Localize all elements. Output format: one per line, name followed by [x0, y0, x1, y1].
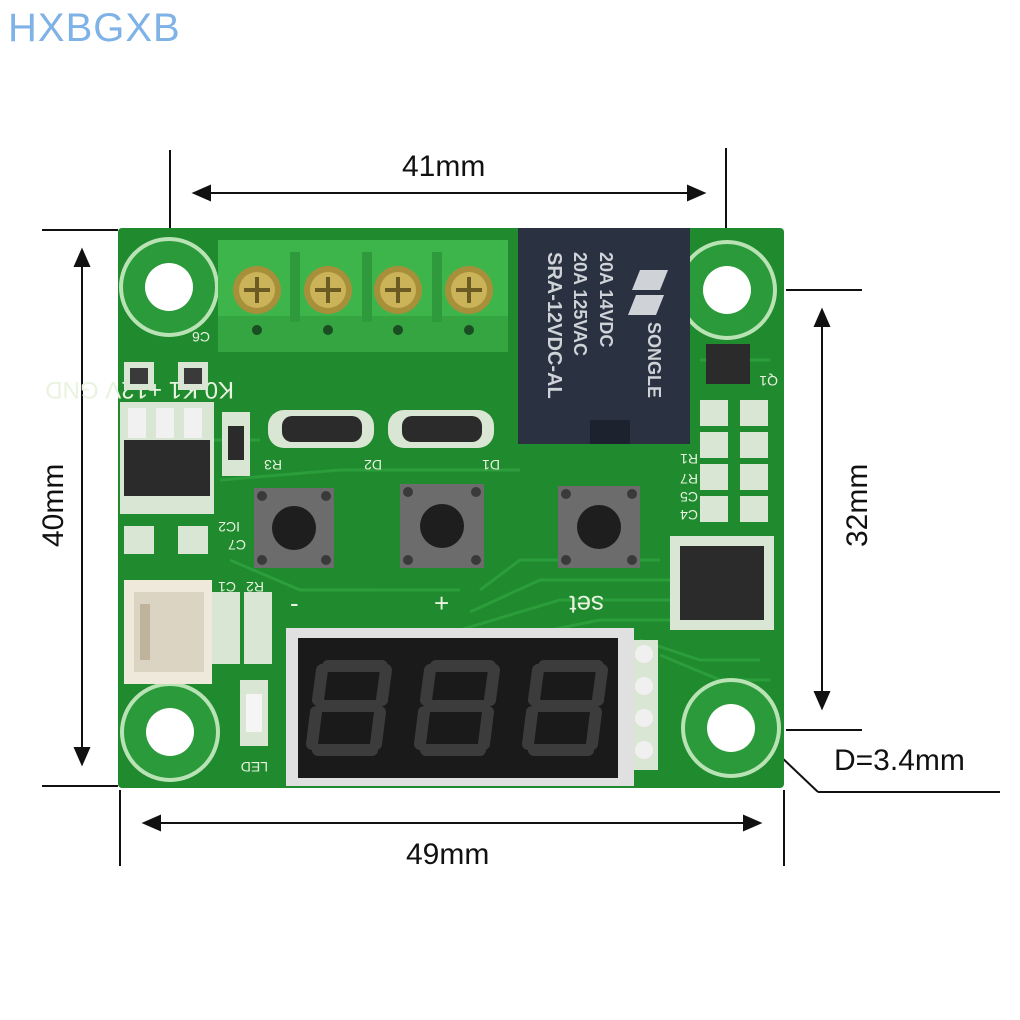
label-r2: R2	[246, 579, 264, 595]
label-c6: C6	[192, 329, 210, 345]
terminal-screw-2	[304, 266, 352, 314]
terminal-screw-1	[233, 266, 281, 314]
label-c1: C1	[218, 579, 236, 595]
silkscreen-labels: C6 R3 D2 D1 Q1 R1 R7 C5 C4 IC2 C7 R2 C1 …	[192, 329, 778, 775]
terminal-screw-3	[374, 266, 422, 314]
relay-rating-ac-text: 20A 125VAC	[570, 252, 590, 356]
label-d2: D2	[364, 457, 382, 473]
label-r3: R3	[264, 457, 282, 473]
dimension-hole-diameter: D=3.4mm	[834, 744, 965, 777]
watermark-text: HXBGXB	[8, 6, 181, 50]
relay-logo	[628, 270, 668, 315]
relay: SRA-12VDC-AL 20A 125VAC 20A 14VDC SONGLE	[518, 228, 690, 444]
plus-button[interactable]	[400, 484, 484, 568]
dimension-lines	[42, 148, 1000, 866]
label-ic2: IC2	[218, 519, 240, 535]
seven-segment-display	[286, 628, 634, 786]
label-c7: C7	[228, 537, 246, 553]
mounting-hole-bottom-right	[681, 678, 781, 778]
label-c5: C5	[680, 489, 698, 505]
set-button[interactable]	[558, 486, 640, 568]
label-set: set	[569, 590, 604, 620]
label-d1: D1	[482, 457, 500, 473]
jst-connector	[124, 580, 212, 684]
mounting-hole-top-left	[119, 237, 219, 337]
dimension-right-height: 32mm	[841, 463, 874, 547]
label-r7: R7	[680, 471, 698, 487]
relay-brand-text: SONGLE	[644, 322, 664, 398]
mounting-hole-top-right	[677, 240, 777, 340]
smd-components	[120, 344, 774, 770]
label-led: LED	[241, 759, 268, 775]
terminal-block	[218, 240, 508, 352]
mounting-hole-bottom-left	[120, 682, 220, 782]
minus-button[interactable]	[254, 488, 334, 568]
dimension-bottom-width: 49mm	[406, 838, 490, 871]
label-q1: Q1	[759, 373, 778, 389]
label-c4: C4	[680, 507, 698, 523]
relay-model-text: SRA-12VDC-AL	[543, 252, 565, 399]
label-plus: +	[434, 588, 449, 618]
label-minus: -	[290, 588, 299, 618]
terminal-screw-4	[445, 266, 493, 314]
label-r1: R1	[680, 451, 698, 467]
dimension-left-height: 40mm	[37, 463, 70, 547]
relay-rating-dc-text: 20A 14VDC	[596, 252, 616, 347]
display-digits	[306, 660, 608, 756]
dimension-top-width: 41mm	[402, 150, 486, 183]
